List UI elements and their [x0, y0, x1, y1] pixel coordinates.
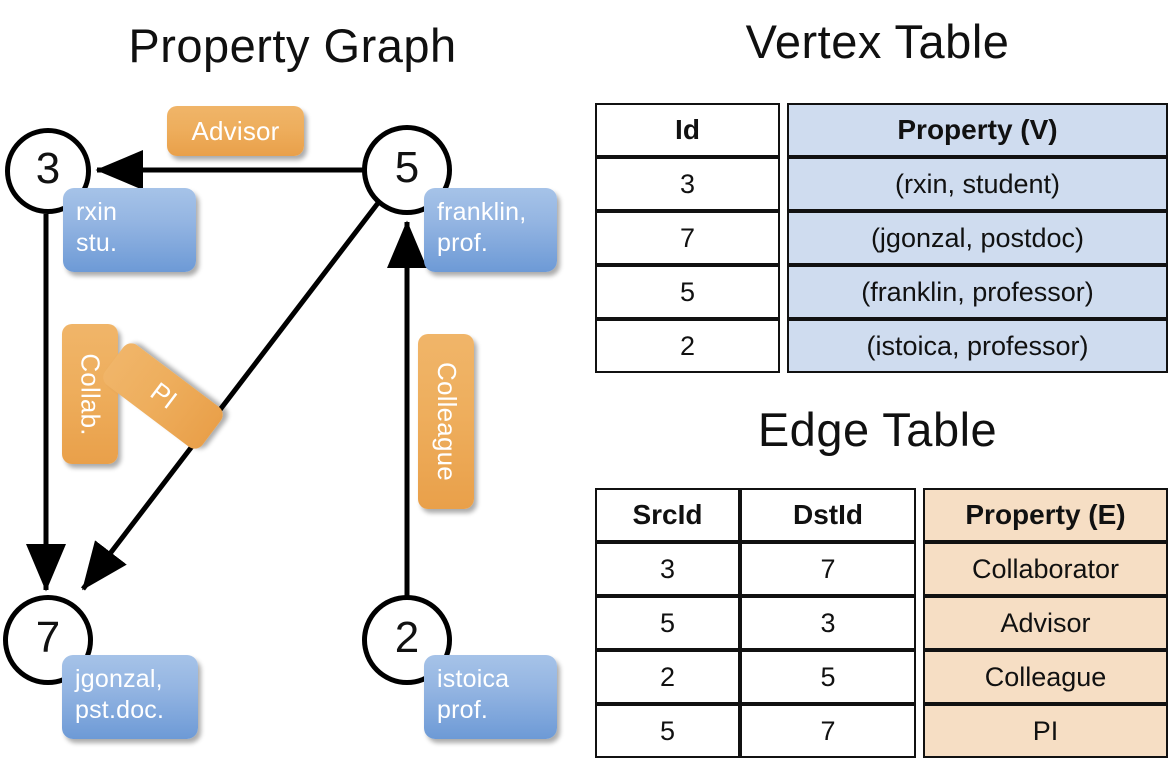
graph-node-2-label: 2	[394, 613, 420, 662]
table-row: 5 (franklin, professor)	[595, 265, 1168, 319]
vertex-cell-id: 3	[595, 157, 780, 211]
column-gap	[916, 650, 923, 704]
edge-cell-property: Advisor	[923, 596, 1168, 650]
node-5-property-line1: franklin,	[437, 198, 527, 226]
column-gap	[780, 211, 787, 265]
vertex-cell-property: (jgonzal, postdoc)	[787, 211, 1168, 265]
vertex-cell-id: 5	[595, 265, 780, 319]
vertex-cell-property: (franklin, professor)	[787, 265, 1168, 319]
column-gap	[780, 319, 787, 373]
collab-label-text: Collab.	[75, 352, 106, 436]
graph-node-5[interactable]: 5	[362, 125, 452, 215]
vertex-table-title: Vertex Table	[745, 15, 1010, 68]
edge-header-srcid: SrcId	[595, 488, 740, 542]
table-header-row: SrcId DstId Property (E)	[595, 488, 1168, 542]
edge-cell-dst: 3	[740, 596, 916, 650]
property-graph-title: Property Graph	[128, 19, 457, 72]
node-3-property-box: rxin stu.	[63, 188, 196, 272]
table-row: 3 (rxin, student)	[595, 157, 1168, 211]
node-3-property-line1: rxin	[76, 198, 118, 226]
column-gap	[916, 596, 923, 650]
node-7-property-line1: jgonzal,	[75, 665, 163, 693]
edge-5-to-7	[81, 201, 380, 591]
edge-cell-dst: 7	[740, 542, 916, 596]
node-7-property-box: jgonzal, pst.doc.	[62, 655, 198, 739]
edge-cell-src: 5	[595, 704, 740, 758]
column-gap	[780, 265, 787, 319]
vertex-table: Id Property (V) 3 (rxin, student) 7 (jgo…	[595, 103, 1168, 373]
table-row: 3 7 Collaborator	[595, 542, 1168, 596]
edge-cell-property: Colleague	[923, 650, 1168, 704]
graph-node-2[interactable]: 2	[362, 595, 452, 685]
vertex-header-id: Id	[595, 103, 780, 157]
column-gap	[916, 488, 923, 542]
table-row: 5 3 Advisor	[595, 596, 1168, 650]
advisor-label: Advisor	[167, 106, 304, 156]
edge-table: SrcId DstId Property (E) 3 7 Collaborato…	[595, 488, 1168, 758]
node-7-property-line2: pst.doc.	[75, 695, 165, 724]
edge-cell-property: Collaborator	[923, 542, 1168, 596]
column-gap	[780, 103, 787, 157]
table-row: 5 7 PI	[595, 704, 1168, 758]
vertex-cell-property: (istoica, professor)	[787, 319, 1168, 373]
vertex-cell-property: (rxin, student)	[787, 157, 1168, 211]
node-2-property-line1: istoica	[437, 665, 510, 693]
table-row: 2 5 Colleague	[595, 650, 1168, 704]
node-2-property-box: istoica prof.	[424, 655, 557, 739]
edge-cell-src: 5	[595, 596, 740, 650]
edge-cell-src: 2	[595, 650, 740, 704]
node-2-property-line2: prof.	[437, 695, 489, 724]
vertex-cell-id: 7	[595, 211, 780, 265]
table-row: 2 (istoica, professor)	[595, 319, 1168, 373]
advisor-label-text: Advisor	[191, 115, 280, 146]
edge-cell-dst: 5	[740, 650, 916, 704]
node-5-property-box: franklin, prof.	[424, 188, 557, 272]
edge-header-property: Property (E)	[923, 488, 1168, 542]
column-gap	[916, 542, 923, 596]
graph-edges-layer	[26, 150, 427, 598]
pi-label-text: PI	[144, 376, 183, 416]
edge-cell-src: 3	[595, 542, 740, 596]
graph-node-3-label: 3	[35, 144, 61, 193]
graph-node-5-label: 5	[394, 143, 420, 192]
colleague-label-text: Colleague	[431, 362, 462, 481]
colleague-label: Colleague	[418, 334, 474, 509]
table-row: 7 (jgonzal, postdoc)	[595, 211, 1168, 265]
column-gap	[780, 157, 787, 211]
edge-cell-property: PI	[923, 704, 1168, 758]
edge-table-title: Edge Table	[757, 403, 998, 456]
column-gap	[916, 704, 923, 758]
edge-cell-dst: 7	[740, 704, 916, 758]
graph-node-7-label: 7	[35, 613, 61, 662]
node-5-property-line2: prof.	[437, 228, 489, 257]
edge-header-dstid: DstId	[740, 488, 916, 542]
vertex-cell-id: 2	[595, 319, 780, 373]
table-header-row: Id Property (V)	[595, 103, 1168, 157]
collab-label: Collab.	[62, 324, 118, 464]
node-3-property-line2: stu.	[76, 228, 118, 257]
vertex-header-property: Property (V)	[787, 103, 1168, 157]
